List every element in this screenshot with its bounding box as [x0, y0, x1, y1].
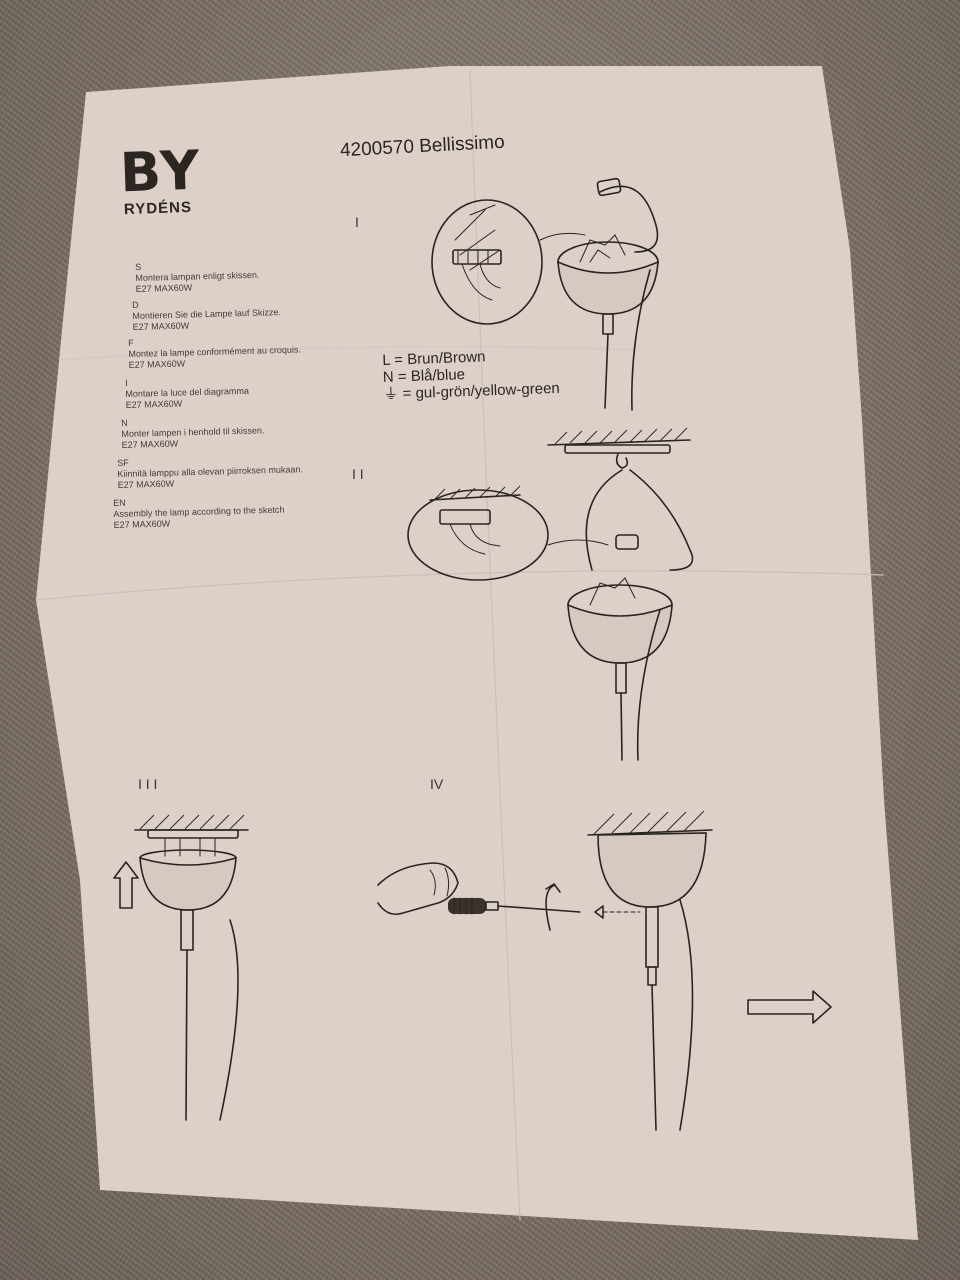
step2-zoom-bubble — [407, 485, 609, 581]
rotation-arrow-icon — [545, 883, 561, 931]
step-label-4: IV — [430, 776, 444, 792]
wiring-legend: L = Brun/Brown N = Blå/blue ⏚ = gul-grön… — [382, 346, 560, 403]
screwdriver-hand-icon — [377, 862, 581, 916]
right-arrow-icon — [747, 990, 832, 1024]
step3-assembly — [134, 814, 249, 1121]
instruction-block-s: S Montera lampan enligt skissen. E27 MAX… — [135, 259, 260, 295]
step1-zoom-bubble — [431, 199, 586, 325]
up-arrow-icon — [113, 861, 139, 909]
instruction-block-d: D Montieren Sie die Lampe lauf Skizze. E… — [132, 296, 281, 333]
step-label-1: I — [355, 214, 359, 230]
brand-logo: BY — [118, 138, 203, 205]
instruction-block-en: EN Assembly the lamp according to the sk… — [113, 494, 285, 531]
step1-canopy — [557, 177, 659, 411]
step2-ceiling — [547, 427, 691, 469]
step2-canopy — [567, 469, 694, 761]
instruction-block-sf: SF Kiinnitä lamppu alla olevan piirrokse… — [117, 453, 303, 491]
brand-logo-subtitle: RYDÉNS — [123, 198, 193, 219]
step-label-2: I I — [352, 466, 364, 482]
instruction-block-i: I Montare la luce del diagramma E27 MAX6… — [125, 375, 249, 411]
instruction-block-n: N Monter lampen i henhold til skissen. E… — [121, 414, 265, 451]
step4-assembly — [587, 810, 713, 1131]
instruction-block-f: F Montez la lampe conformément au croqui… — [128, 333, 301, 371]
step-label-3: I I I — [138, 776, 158, 792]
